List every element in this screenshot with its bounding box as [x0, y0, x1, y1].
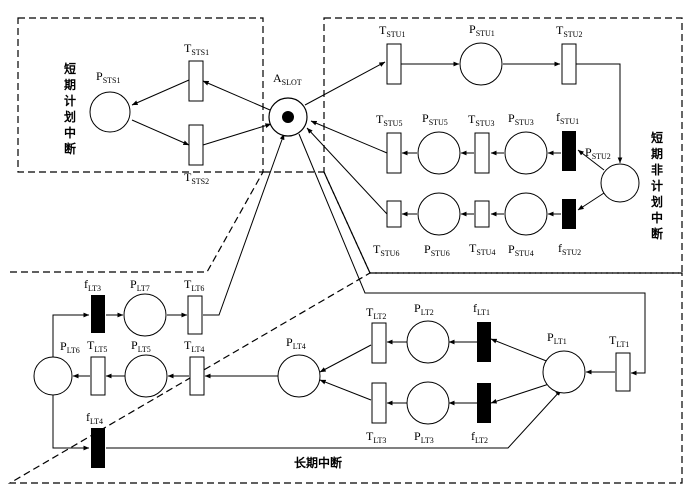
transition-tlt4: [189, 356, 205, 396]
place-pstu4: [504, 192, 548, 236]
fault-flt1: [477, 322, 491, 362]
label-tsts2: TSTS2: [184, 170, 209, 186]
arc-pstu2-fstu2: [577, 192, 605, 211]
arc-plt6-flt3: [52, 312, 90, 358]
fault-flt4: [91, 428, 105, 468]
arc-tsts1-psts1: [131, 79, 190, 106]
label-flt2: fLT2: [471, 429, 488, 445]
place-plt7: [123, 293, 167, 337]
region-label-long: 长期中断: [294, 455, 342, 470]
label-tstu6: TSTU6: [373, 242, 399, 258]
arc-aslot-tsts1: [202, 80, 271, 111]
label-tstu1: TSTU1: [379, 23, 405, 39]
label-tstu2: TSTU2: [556, 23, 582, 39]
place-plt3: [406, 381, 450, 425]
transition-tstu4: [474, 200, 490, 228]
fault-flt2: [477, 383, 491, 423]
label-pstu3: PSTU3: [508, 111, 534, 127]
arc-tstu2-pstu2: [576, 63, 623, 164]
transition-tlt2: [371, 322, 387, 364]
label-plt1: PLT1: [547, 330, 567, 346]
place-plt1: [542, 350, 586, 394]
arc-tlt6-aslot: [203, 133, 285, 316]
place-plt2: [406, 320, 450, 364]
transition-tsts2: [188, 124, 204, 166]
label-fstu1: fSTU1: [556, 110, 579, 126]
place-psts1: [89, 91, 131, 133]
label-tlt5: TLT5: [87, 338, 107, 354]
label-flt4: fLT4: [86, 410, 103, 426]
transition-tstu6: [386, 200, 402, 228]
fault-flt3: [91, 295, 105, 333]
place-plt4: [277, 354, 321, 398]
label-plt6: PLT6: [60, 339, 80, 355]
label-pstu1: PSTU1: [469, 22, 495, 38]
region-long: [7, 171, 683, 484]
label-flt1: fLT1: [473, 301, 490, 317]
label-plt5: PLT5: [131, 338, 151, 354]
label-tlt3: TLT3: [366, 429, 386, 445]
transition-tstu3: [474, 132, 490, 174]
label-plt7: PLT7: [130, 277, 150, 293]
arc-pstu2-fstu1: [577, 149, 605, 171]
label-tlt4: TLT4: [184, 338, 204, 354]
label-tstu4: TSTU4: [469, 241, 495, 257]
arc-plt6-flt4: [52, 394, 90, 451]
region-short-planned: [17, 17, 264, 173]
label-psts1: PSTS1: [96, 69, 120, 85]
label-plt2: PLT2: [414, 301, 434, 317]
region-label-short-planned: 短期计划中断: [64, 61, 76, 156]
svg-text:短期非计划中断: 短期非计划中断: [651, 130, 663, 241]
place-pstu5: [417, 131, 461, 175]
label-tlt2: TLT2: [366, 305, 386, 321]
label-tstu5: TSTU5: [376, 112, 402, 128]
place-pstu6: [417, 192, 461, 236]
label-plt3: PLT3: [414, 429, 434, 445]
fault-fstu2: [562, 199, 576, 229]
arc-aslot-tlt1: [298, 133, 646, 376]
arc-tsts2-aslot: [202, 123, 272, 146]
place-plt5: [124, 354, 168, 398]
place-pstu1: [459, 42, 503, 86]
label-fstu2: fSTU2: [558, 241, 581, 257]
transition-tlt6: [187, 295, 203, 335]
arc-tstu6-aslot: [306, 127, 388, 215]
label-tstu3: TSTU3: [468, 112, 494, 128]
transition-tlt1: [615, 352, 631, 392]
label-tlt6: TLT6: [184, 277, 204, 293]
region-label-short-unplanned: 短期非计划中断: [651, 130, 663, 241]
label-pstu4: PSTU4: [508, 242, 534, 258]
transition-tlt5: [90, 356, 106, 396]
svg-text:短期计划中断: 短期计划中断: [64, 61, 76, 156]
label-aslot: ASLOT: [273, 71, 302, 87]
label-pstu6: PSTU6: [424, 242, 450, 258]
arc-plt1-flt2: [490, 383, 550, 404]
place-pstu3: [504, 131, 548, 175]
fault-fstu1: [562, 131, 576, 171]
place-pstu2: [600, 163, 640, 203]
label-tsts1: TSTS1: [184, 41, 209, 57]
arc-tstu5-aslot: [310, 120, 388, 154]
transition-tlt3: [371, 382, 387, 424]
arc-tlt3-plt4: [319, 379, 372, 401]
transition-tstu2: [561, 43, 577, 85]
transition-tsts1: [188, 60, 204, 102]
arc-psts1-tsts2: [131, 119, 190, 146]
label-flt3: fLT3: [84, 277, 101, 293]
arc-flt4-plt1: [106, 389, 562, 449]
arc-tlt2-plt4: [319, 344, 372, 373]
label-pstu5: PSTU5: [422, 111, 448, 127]
transition-tstu1: [386, 43, 402, 85]
place-plt6: [33, 356, 73, 396]
arc-plt1-flt1: [490, 338, 550, 363]
arc-aslot-tstu1: [304, 61, 386, 106]
token-icon: [282, 111, 294, 123]
label-plt4: PLT4: [286, 335, 306, 351]
label-pstu2: PSTU2: [585, 145, 611, 161]
label-tlt1: TLT1: [609, 333, 629, 349]
region-short-unplanned: [323, 17, 683, 274]
transition-tstu5: [386, 132, 402, 174]
